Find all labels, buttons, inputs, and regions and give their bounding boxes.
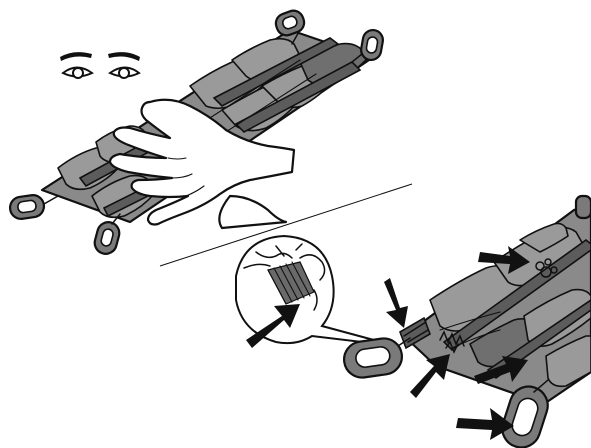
ring-handle-icon bbox=[576, 196, 591, 218]
eyes-icon bbox=[60, 52, 140, 78]
panel-inspect-by-eye-and-hand bbox=[9, 8, 385, 256]
panel-check-damage bbox=[236, 196, 591, 448]
ring-handle-icon bbox=[9, 194, 58, 221]
arrow-icon bbox=[384, 278, 408, 328]
ring-handle-icon bbox=[342, 336, 410, 380]
magnifier-icon bbox=[236, 236, 396, 346]
arrow-icon bbox=[410, 354, 450, 398]
ring-handle-icon bbox=[92, 214, 122, 256]
